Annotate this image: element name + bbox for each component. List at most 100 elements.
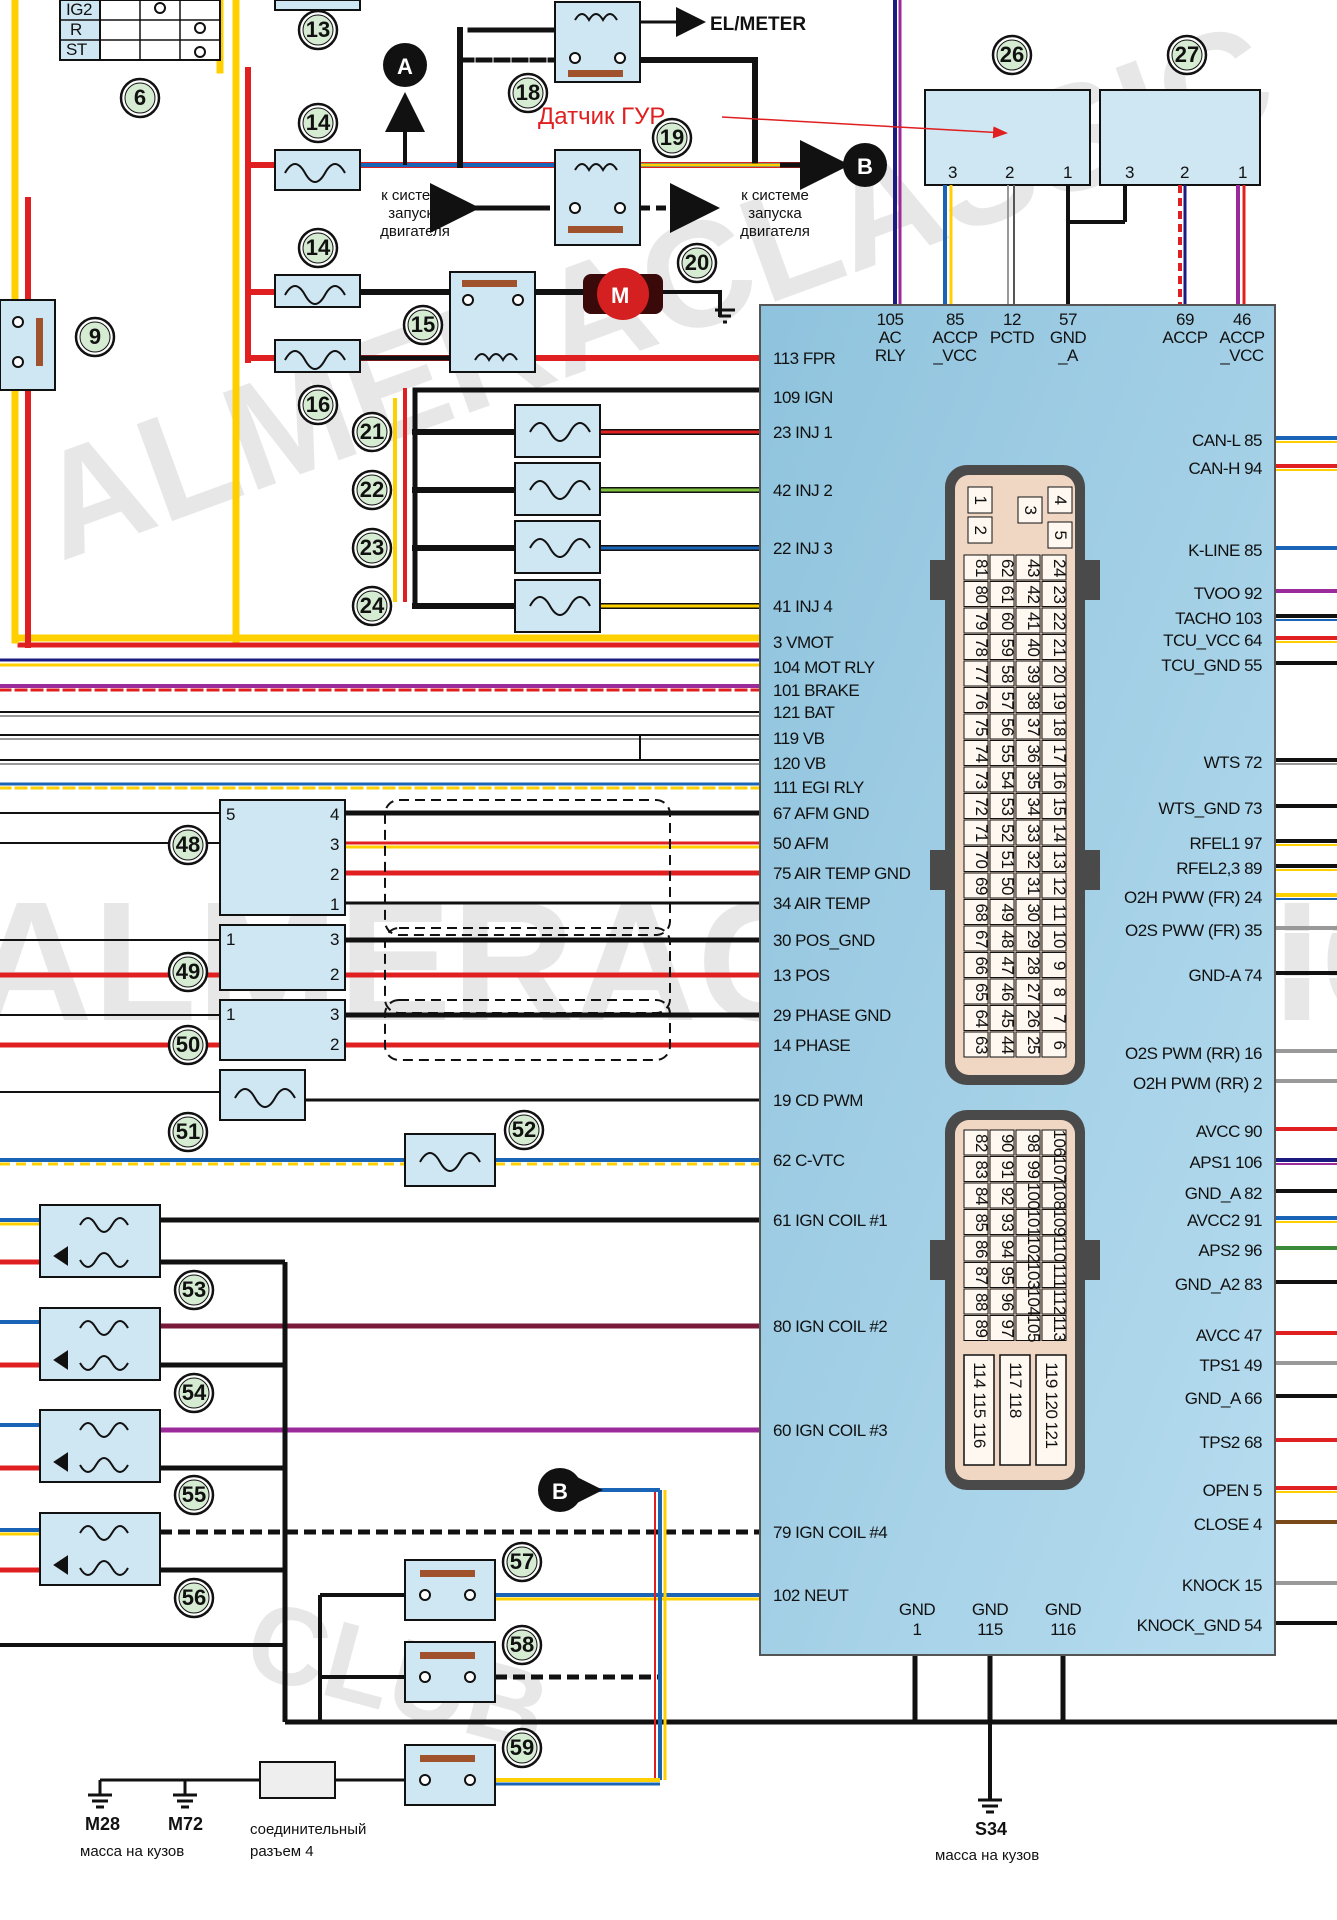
ecu-left-pin: 3 VMOT xyxy=(773,633,833,652)
ecu-left-pin: 34 AIR TEMP xyxy=(773,894,870,913)
ecu-pin-cell xyxy=(1041,687,1067,713)
ecu-pin-cell xyxy=(1015,1235,1041,1262)
ecu-pin-cell xyxy=(989,1182,1015,1209)
ecu-pin-block xyxy=(999,1354,1031,1466)
ecu-pin-cell xyxy=(989,872,1015,899)
ecu-right-pin: TPS1 49 xyxy=(1199,1356,1262,1375)
ecu-pin-cell xyxy=(963,1156,989,1182)
ecu-pin-cell xyxy=(989,634,1015,660)
ecu-pin-cell xyxy=(1041,1288,1067,1315)
ecu-pin-cell xyxy=(1015,687,1041,713)
ecu-top-pin: 69 xyxy=(1176,310,1194,329)
ecu-pin-number: 74 xyxy=(972,745,991,763)
ecu-right-pin: TVOO 92 xyxy=(1194,584,1262,603)
ecu-pin-number: 86 xyxy=(972,1240,991,1258)
ecu-top-pin: 105 xyxy=(877,310,904,329)
ecu-pin-number: 110 xyxy=(1050,1236,1069,1262)
coil-wiring xyxy=(0,1217,1337,1800)
ecu-pin-number: 66 xyxy=(972,957,991,975)
ecu-pin-number: 43 xyxy=(1024,559,1043,577)
ecu-pin-cell xyxy=(963,1209,989,1235)
pin-label: 3 xyxy=(948,163,957,182)
ecu-pin-cell xyxy=(1015,819,1041,846)
pin-label: 2 xyxy=(330,965,339,984)
ecu-pin-block xyxy=(1035,1354,1067,1466)
ecu-left-pin: 62 C-VTC xyxy=(773,1151,845,1170)
ecu-pin-cell xyxy=(989,581,1015,607)
ecu-pin-number: 50 xyxy=(998,877,1017,895)
ecu-pin-number: 37 xyxy=(1024,718,1043,736)
ground-m72: M72 xyxy=(168,1814,203,1834)
ecu-left-pin: 30 POS_GND xyxy=(773,931,875,950)
ecu-pin-number: 56 xyxy=(998,718,1017,736)
ecu-left-pin: 120 VB xyxy=(773,754,826,773)
ref-circle-inner xyxy=(178,1479,210,1511)
ecu-pin-cell xyxy=(989,1262,1015,1288)
ecu-pin-cell xyxy=(1047,521,1073,549)
ref-circle-inner xyxy=(356,532,388,564)
ecu-pin-number: 42 xyxy=(1024,586,1043,604)
ref-circle-inner xyxy=(407,309,439,341)
ecu-top-pin: _VCC xyxy=(1219,346,1264,365)
ref-circle-inner xyxy=(506,1546,538,1578)
ref-number: 15 xyxy=(411,312,435,337)
pin-label: 4 xyxy=(330,805,339,824)
ref-number: 13 xyxy=(306,17,330,42)
pin-label: 1 xyxy=(226,1005,235,1024)
ecu-pin-cell xyxy=(1041,713,1067,740)
ecu-pin-number: 100 xyxy=(1024,1183,1043,1210)
ecu-left-pin: 29 PHASE GND xyxy=(773,1006,891,1025)
ecu-pin-cell xyxy=(1015,1288,1041,1315)
ecu-pin-number: 112 xyxy=(1050,1289,1069,1315)
ecu-pin-number: 104 xyxy=(1024,1289,1043,1316)
ecu-pin-cell xyxy=(989,978,1015,1005)
ecu-right-pin: WTS_GND 73 xyxy=(1158,799,1262,818)
ecu-pin-cell xyxy=(989,1156,1015,1182)
connector-label-line2: разъем 4 xyxy=(250,1843,314,1860)
ground-symbols xyxy=(88,308,1002,1814)
ecu-pin-cell xyxy=(1015,713,1041,740)
ref-circle-inner xyxy=(508,1114,540,1146)
ecu-pin-cell xyxy=(1041,1005,1067,1031)
ecu-pin-number: 1 xyxy=(971,496,990,505)
ecu-left-pin: 50 AFM xyxy=(773,834,829,853)
ecu-left-pin: 104 MOT RLY xyxy=(773,658,875,677)
ref-number: 51 xyxy=(176,1119,200,1144)
ecu-pin-number: 78 xyxy=(972,639,991,657)
ecu-pin-number: 34 xyxy=(1024,798,1043,816)
ecu-pin-cell xyxy=(1041,872,1067,899)
ecu-pin-number: 60 xyxy=(998,612,1017,630)
ecu-pin-number: 8 xyxy=(1050,988,1069,997)
ecu-pin-number: 5 xyxy=(1051,531,1070,540)
ecu-pin-number: 19 xyxy=(1050,692,1069,710)
ecu-pin-number: 117 xyxy=(1006,1362,1025,1388)
ref-number: 6 xyxy=(134,85,146,110)
ecu-right-pin: AVCC 90 xyxy=(1196,1122,1262,1141)
ecu-top-pin-labels: 105 AC RLY 85 ACCP _VCC 12 PCTD 57 GND _… xyxy=(875,310,1265,365)
ecu-pin-cell xyxy=(1015,660,1041,687)
ecu-pin-number: 87 xyxy=(972,1267,991,1285)
pin-label: 2 xyxy=(330,865,339,884)
ecu-pin-number: 27 xyxy=(1024,983,1043,1001)
ecu-pin-number: 38 xyxy=(1024,692,1043,710)
ecu-pin-number: 30 xyxy=(1024,904,1043,922)
ecu-pin-cell xyxy=(1015,1129,1041,1156)
ecu-pin-number: 33 xyxy=(1024,824,1043,842)
ecu-pin-number: 53 xyxy=(998,798,1017,816)
motor-label: M xyxy=(611,283,629,308)
ecu-pin-cell xyxy=(1015,1262,1041,1288)
ecu-pin-number: 13 xyxy=(1050,851,1069,869)
ecu-pin-number: 82 xyxy=(972,1134,991,1152)
ecu-left-pin: 113 FPR xyxy=(773,349,836,368)
ecu-pin-number: 120 xyxy=(1042,1392,1061,1419)
ecu-top-pin: _VCC xyxy=(932,346,977,365)
marker-b-bottom-label: B xyxy=(552,1479,568,1504)
ecu-pin-number: 71 xyxy=(972,824,991,842)
ecu-pin-cell xyxy=(963,1005,989,1031)
ecu-pin-number: 101 xyxy=(1024,1209,1043,1236)
ecu-pin-cell xyxy=(963,1262,989,1288)
ecu-pin-cell xyxy=(989,1209,1015,1235)
ecu-pin-number: 6 xyxy=(1050,1041,1069,1050)
ecu-top-pin: GND xyxy=(1050,328,1087,347)
